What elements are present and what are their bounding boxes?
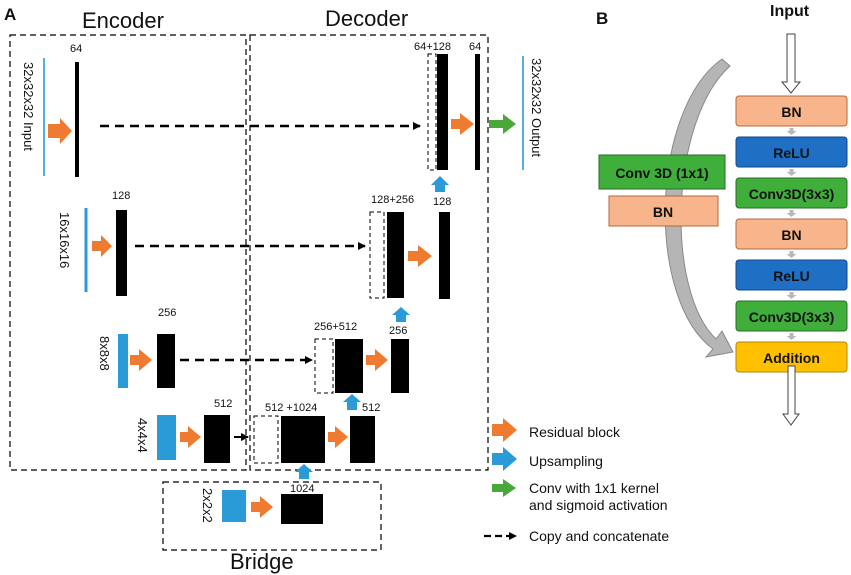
level-label-1: 16x16x16 [57, 212, 72, 268]
shortcut-bn-label: BN [653, 204, 673, 220]
channels-enc-3: 256 [158, 307, 176, 319]
residual-arrow-enc-3 [130, 349, 152, 371]
block-box-4 [735, 218, 848, 250]
residual-main-path: BN ReLU Conv3D(3x3) BN ReLU Conv3D(3x3) Additi… [735, 95, 848, 373]
block-box-5 [735, 259, 848, 291]
block-label-7: Addition [763, 350, 820, 366]
block-label-3: Conv3D(3x3) [749, 186, 835, 202]
upsample-arrow-3 [343, 394, 361, 410]
output-arrow-icon [782, 365, 800, 426]
input-arrow-icon [780, 33, 802, 94]
shortcut-curve-arrow [664, 58, 734, 358]
shortcut-conv-box [598, 154, 726, 190]
legend: Residual block Upsampling Conv with 1x1 … [484, 418, 669, 544]
encoder-title: Encoder [82, 8, 164, 33]
block-box-1 [735, 95, 848, 127]
channels-dec-4: 512 [362, 402, 380, 414]
legend-conv-label: Conv with 1x1 kernel and sigmoid activat… [529, 480, 668, 513]
output-label: 32x32x32 Output [529, 58, 544, 157]
block-connector-6 [786, 333, 797, 340]
channels-dec-1: 64 [469, 41, 481, 53]
concat-label-3: 256+512 [314, 321, 357, 333]
block-connector-1 [786, 128, 797, 135]
feature-map-bridge [281, 494, 323, 524]
channels-enc-4: 512 [214, 398, 232, 410]
legend-residual-label: Residual block [529, 424, 621, 440]
block-label-2: ReLU [773, 145, 810, 161]
feature-map-dec-2 [439, 212, 450, 299]
legend-concat-label: Copy and concatenate [529, 528, 669, 544]
block-connector-5 [786, 292, 797, 299]
channels-enc-1: 64 [70, 43, 82, 55]
block-label-4: BN [781, 227, 801, 243]
level-3-volume [118, 334, 128, 388]
input-label: 32x32x32 Input [21, 62, 36, 151]
upsample-arrow-2 [392, 307, 410, 322]
concat-map-3 [335, 339, 363, 393]
level-4-volume [157, 415, 176, 460]
panel-b-letter: B [596, 9, 608, 28]
concat-map-4 [281, 416, 325, 463]
upsample-arrow-1 [431, 176, 449, 192]
concat-copy-3 [314, 338, 334, 394]
shortcut-conv-label: Conv 3D (1x1) [615, 165, 708, 181]
concat-copy-4 [253, 415, 279, 464]
level-label-2: 8x8x8 [97, 336, 112, 371]
feature-map-dec-4 [350, 416, 375, 463]
level-label-3: 4x4x4 [135, 418, 150, 453]
upsample-arrow-4 [295, 464, 313, 479]
concat-label-2: 128+256 [371, 194, 414, 206]
level-label-4: 2x2x2 [200, 488, 215, 523]
block-box-3 [735, 177, 848, 209]
decoder-region [249, 34, 489, 471]
block-connector-4 [786, 251, 797, 258]
block-label-5: ReLU [773, 268, 810, 284]
block-box-2 [735, 136, 848, 168]
concat-label-4: 512 +1024 [265, 402, 317, 414]
channels-bridge: 1024 [290, 483, 314, 495]
residual-arrow-dec-1 [451, 113, 474, 135]
block-label-1: BN [781, 104, 801, 120]
residual-arrow-bridge [251, 496, 273, 518]
residual-arrow-dec-4 [328, 426, 348, 448]
concat-map-2 [387, 212, 404, 298]
residual-arrow-enc-4 [180, 426, 201, 448]
block-input-label: Input [770, 3, 810, 20]
feature-map-enc-1 [75, 62, 79, 177]
encoder-region [9, 34, 247, 471]
block-connector-2 [786, 169, 797, 176]
concat-copy-2 [369, 211, 385, 299]
block-box-6 [735, 300, 848, 332]
legend-residual-icon [492, 418, 517, 442]
concat-copy-1 [427, 53, 437, 171]
channels-enc-2: 128 [112, 190, 130, 202]
residual-arrow-dec-3 [366, 349, 388, 371]
channels-dec-2: 128 [433, 196, 451, 208]
legend-conv-icon [492, 479, 516, 497]
bridge-title: Bridge [230, 549, 294, 574]
residual-arrow-enc-2 [92, 235, 112, 257]
residual-arrow-dec-2 [408, 245, 432, 267]
feature-map-dec-1 [475, 54, 480, 170]
residual-arrow-enc-1 [48, 118, 72, 144]
concat-map-1 [437, 54, 448, 170]
block-connector-3 [786, 210, 797, 217]
legend-upsampling-label: Upsampling [529, 453, 603, 469]
shortcut-bn-box [608, 195, 719, 227]
feature-map-enc-4 [204, 415, 230, 463]
channels-dec-3: 256 [389, 325, 407, 337]
panel-a-letter: A [4, 5, 16, 24]
bridge-region [162, 481, 382, 551]
block-label-6: Conv3D(3x3) [749, 309, 835, 325]
concat-label-1: 64+128 [414, 41, 451, 53]
conv-1x1-arrow [489, 114, 516, 134]
feature-map-enc-3 [157, 334, 175, 388]
feature-map-enc-2 [116, 210, 127, 296]
bridge-input-volume [222, 490, 246, 522]
legend-upsampling-icon [492, 447, 517, 471]
decoder-title: Decoder [325, 6, 408, 31]
feature-map-dec-3 [391, 339, 409, 393]
